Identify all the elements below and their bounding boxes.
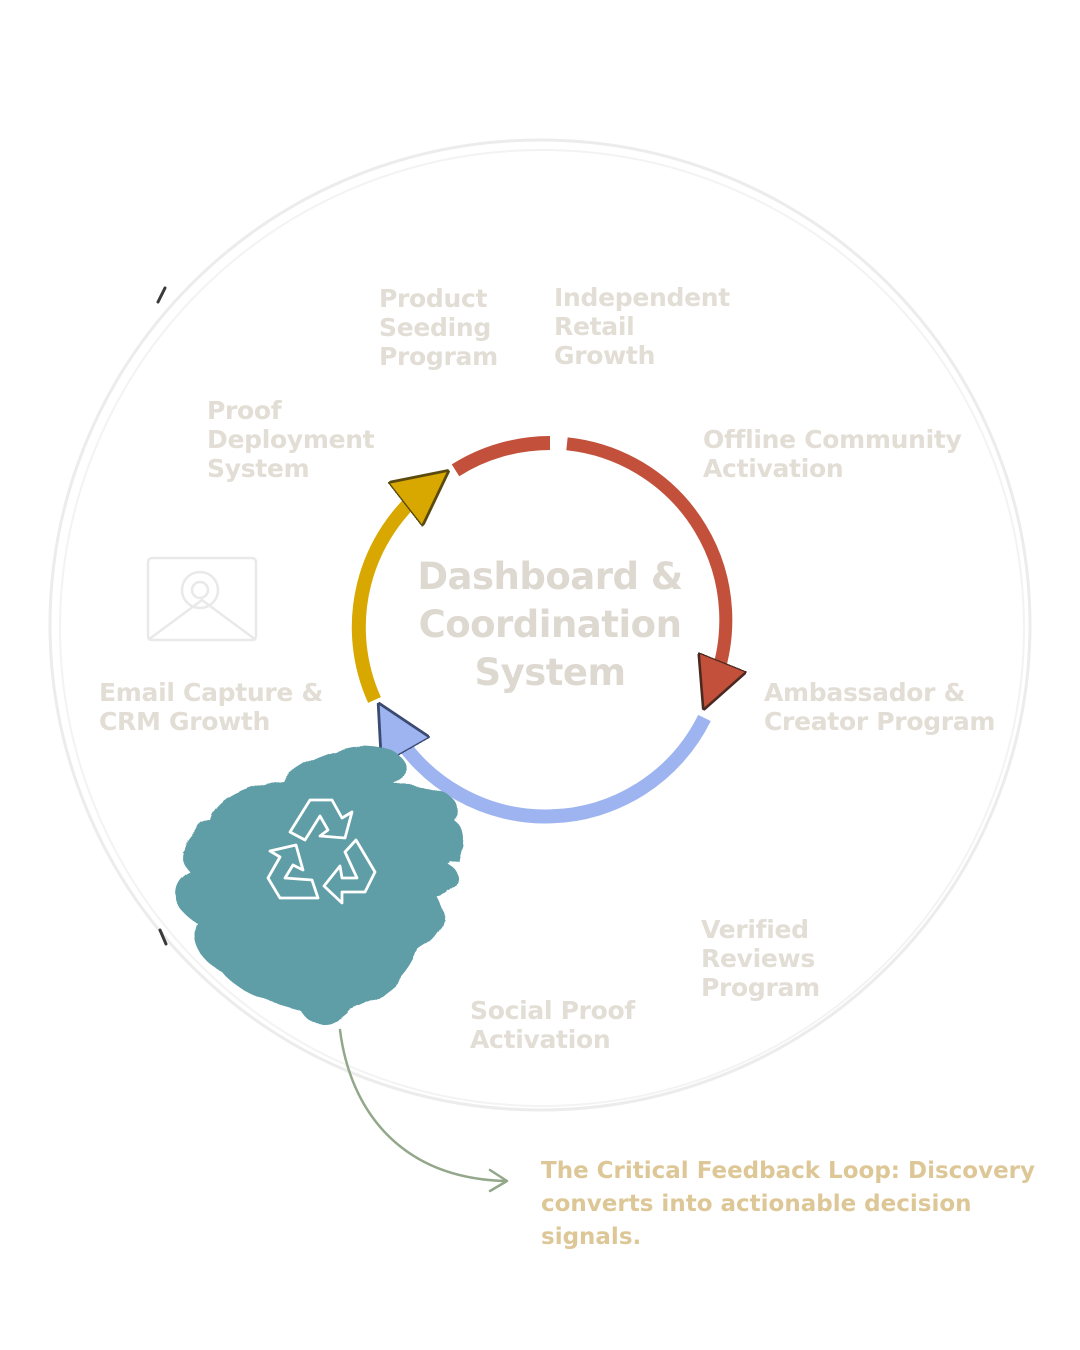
- loop-arrow-red-right: [566, 437, 726, 686]
- node-email-capture: Email Capture & CRM Growth: [99, 678, 323, 736]
- node-social-proof: Social Proof Activation: [470, 996, 635, 1054]
- center-title: Dashboard & Coordination System: [417, 555, 683, 694]
- node-ambassador-creator: Ambassador & Creator Program: [764, 678, 996, 736]
- node-proof-deployment: Proof Deployment System: [207, 396, 375, 483]
- callout-text: The Critical Feedback Loop: Discovery co…: [541, 1158, 1036, 1250]
- outer-ring: [48, 138, 1032, 1112]
- loop-arrow-red-top: [451, 435, 551, 477]
- feedback-connector: [338, 1028, 509, 1193]
- recycle-icon: [266, 798, 377, 905]
- node-offline-community: Offline Community Activation: [703, 425, 962, 483]
- brush-stroke: [175, 745, 464, 1024]
- loop-arrow-blue: [392, 718, 711, 824]
- loop-arrow-yellow: [351, 488, 427, 703]
- node-product-seeding: Product Seeding Program: [379, 284, 498, 371]
- node-verified-reviews: Verified Reviews Program: [701, 915, 820, 1002]
- envelope-icon: [146, 556, 258, 642]
- node-independent-retail: Independent Retail Growth: [554, 283, 730, 370]
- loop-arrows: [351, 435, 726, 824]
